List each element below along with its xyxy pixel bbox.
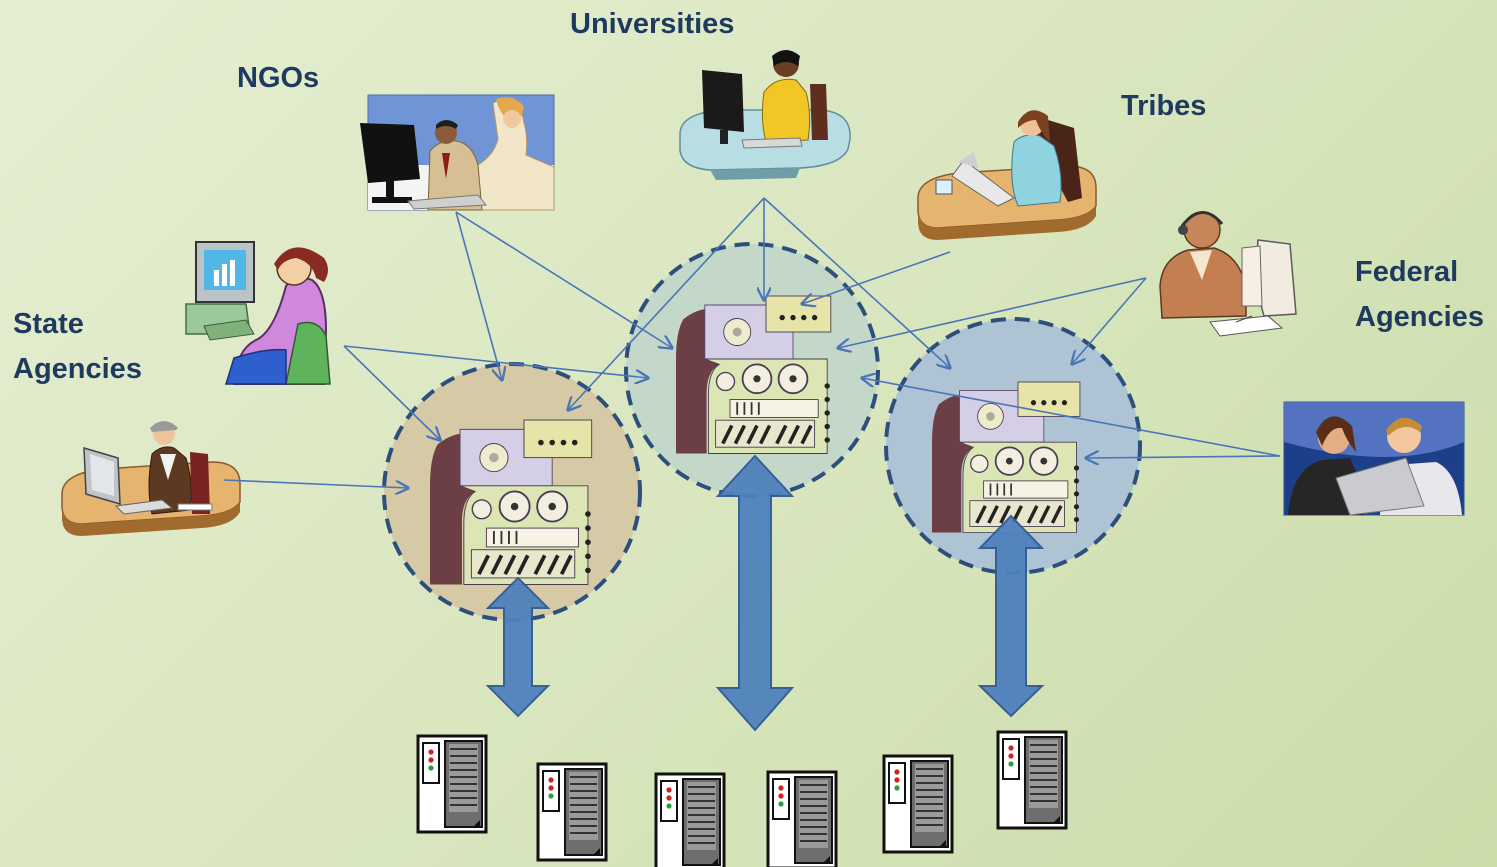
server-3 [654, 772, 726, 867]
double-arrow-right [977, 514, 1045, 718]
big-double-arrows [485, 454, 1045, 732]
federal-people-laptop-image [1283, 401, 1465, 516]
label-ngos: NGOs [237, 62, 320, 94]
node-machine-left [428, 418, 594, 587]
double-arrow-center [715, 454, 795, 732]
server-2 [536, 762, 608, 862]
node-machine-center [674, 294, 833, 456]
state-person-crt-image [185, 241, 331, 385]
label-state-agencies: State Agencies [13, 302, 142, 392]
label-state-line1: State [13, 308, 84, 340]
label-universities: Universities [570, 8, 735, 40]
double-arrow-left [485, 576, 551, 718]
label-tribes: Tribes [1121, 90, 1207, 122]
label-federal-agencies: Federal Agencies [1355, 250, 1484, 340]
ngo-people-image [360, 94, 555, 211]
server-6 [996, 730, 1068, 830]
label-federal-line2: Agencies [1355, 301, 1484, 333]
label-federal-line1: Federal [1355, 256, 1459, 288]
university-person-image [679, 50, 851, 180]
federal-person-headset-image [1159, 211, 1297, 337]
connection-arrows [223, 197, 1281, 488]
state-person-desk-image [61, 421, 241, 537]
label-state-line2: Agencies [13, 353, 142, 385]
tribe-person-image [917, 110, 1097, 241]
server-1 [416, 734, 488, 834]
server-4 [766, 770, 838, 867]
server-5 [882, 754, 954, 854]
